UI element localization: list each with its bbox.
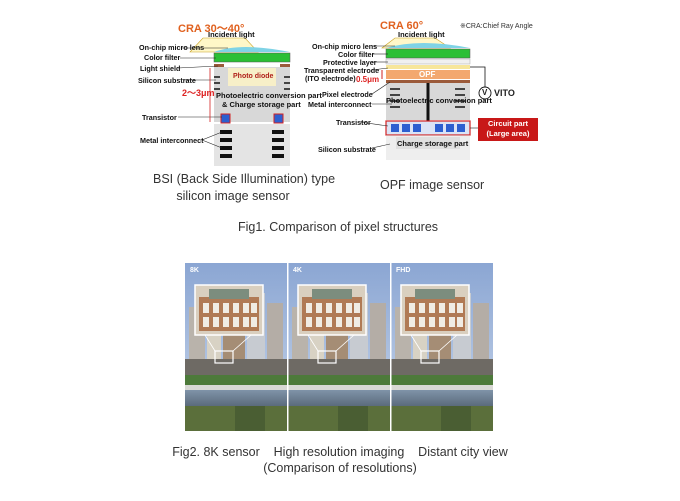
opf-storage-label: Charge storage part [397, 139, 469, 148]
bsi-caption-line1: BSI (Back Side Illumination) type [153, 172, 336, 186]
opf-label-protective-layer: Protective layer [323, 58, 377, 67]
fig2-panel-fhd-tag: FHD [396, 267, 411, 274]
bsi-leader-lines [177, 47, 228, 149]
opf-caption: OPF image sensor [380, 178, 485, 192]
bsi-label-color-filter: Color filter [144, 53, 181, 62]
fig1-bsi-diagram: CRA 30～40° Incident light On-chip micro … [138, 18, 322, 168]
fig1-opf-diagram: CRA 60° ※CRA:Chief Ray Angle Incident li… [300, 18, 540, 168]
opf-label-color-filter: Color filter [338, 50, 375, 59]
opf-transparent-electrode [386, 65, 470, 69]
bsi-label-transistor: Transistor [142, 113, 177, 122]
opf-circuit-line1: Circuit part [487, 119, 528, 128]
fig2-image-strip: 8K 4K FHD [185, 263, 493, 431]
opf-opf-text: OPF [419, 70, 436, 79]
opf-micro-lens [386, 43, 470, 48]
bsi-transistor-left [220, 113, 231, 124]
fig2-scene-fhd [390, 263, 493, 431]
bsi-cra-label: CRA 30～40° [178, 23, 245, 35]
fig2-caption-line2: (Comparison of resolutions) [263, 461, 417, 475]
opf-voltmeter-circle [478, 86, 492, 100]
bsi-label-silicon-substrate: Silicon substrate [138, 76, 196, 85]
opf-thickness-label: 0.5μm [356, 75, 380, 84]
opf-conversion-label: Photoelectric conversion part [386, 96, 492, 105]
opf-label-metal-interconnect: Metal interconnect [308, 100, 372, 109]
fig2-divider-2 [390, 263, 392, 431]
opf-label-pixel-electrode: Pixel electrode [322, 90, 373, 99]
bsi-storage-label: & Charge storage part [222, 100, 301, 109]
opf-hatching [390, 88, 465, 108]
fig2-city-svg [185, 263, 493, 431]
bsi-hatching [214, 76, 290, 90]
opf-layer [386, 70, 470, 79]
fig2-panel-4k-tag: 4K [293, 267, 302, 274]
bsi-transistor-right [273, 113, 284, 124]
fig2-caption-line1: Fig2. 8K sensor High resolution imaging … [172, 445, 508, 459]
bsi-caption-line2: silicon image sensor [176, 189, 290, 203]
opf-label-ito-electrode: (ITO electrode) [305, 74, 356, 83]
bsi-light-shield-right [280, 64, 290, 67]
fig2-caption: Fig2. 8K sensor High resolution imaging … [150, 445, 530, 475]
opf-leader-lines [359, 45, 478, 149]
bsi-color-filter [213, 52, 291, 63]
opf-label-micro-lens: On-chip micro lens [312, 42, 378, 51]
bsi-photo-diode [228, 68, 276, 86]
bsi-photo-diode-label: Photo diode [233, 73, 274, 80]
opf-structure-svg [359, 37, 492, 160]
bsi-light-shield-left [214, 64, 224, 67]
fig2-scene-4k [287, 263, 391, 431]
opf-circuit-badge: Circuit part (Large area) [478, 118, 538, 141]
opf-circuit-line2: (Large area) [486, 129, 530, 138]
fig2-divider-1 [287, 263, 289, 431]
bsi-label-light-shield: Light shield [140, 64, 181, 73]
bsi-label-micro-lens: On-chip micro lens [139, 43, 205, 52]
opf-label-silicon-substrate: Silicon substrate [318, 145, 376, 154]
opf-volt-symbol: V [482, 88, 488, 97]
opf-storage-box [396, 137, 460, 149]
bsi-structure-svg [177, 37, 291, 166]
opf-incident-light-label: Incident light [398, 30, 445, 39]
opf-silicon-substrate [386, 135, 470, 160]
opf-transistors [391, 124, 465, 132]
opf-color-filter [385, 48, 471, 59]
fig2-panel-8k-tag: 8K [190, 267, 199, 274]
fig2-scene-8k [185, 263, 288, 431]
bsi-metal-interconnect [220, 130, 284, 158]
opf-cra-label: CRA 60° [380, 20, 424, 32]
bsi-conversion-label: Photoelectric conversion part [216, 91, 322, 100]
opf-pixel-electrode [386, 80, 470, 83]
bsi-micro-lens [214, 47, 290, 52]
opf-protective-layer [385, 58, 471, 65]
bsi-thickness-label: 2～3μm [182, 88, 215, 98]
bsi-label-metal-interconnect: Metal interconnect [140, 136, 204, 145]
fig1-caption: Fig1. Comparison of pixel structures [237, 220, 439, 234]
bsi-caption: BSI (Back Side Illumination) type silico… [153, 172, 336, 203]
opf-label-transparent-electrode: Transparent electrode [304, 66, 380, 75]
bsi-incident-light-label: Incident light [208, 30, 255, 39]
opf-cra-note: ※CRA:Chief Ray Angle [460, 23, 533, 30]
opf-label-transistor: Transistor [336, 118, 371, 127]
opf-vito-label: VITO [494, 88, 515, 98]
